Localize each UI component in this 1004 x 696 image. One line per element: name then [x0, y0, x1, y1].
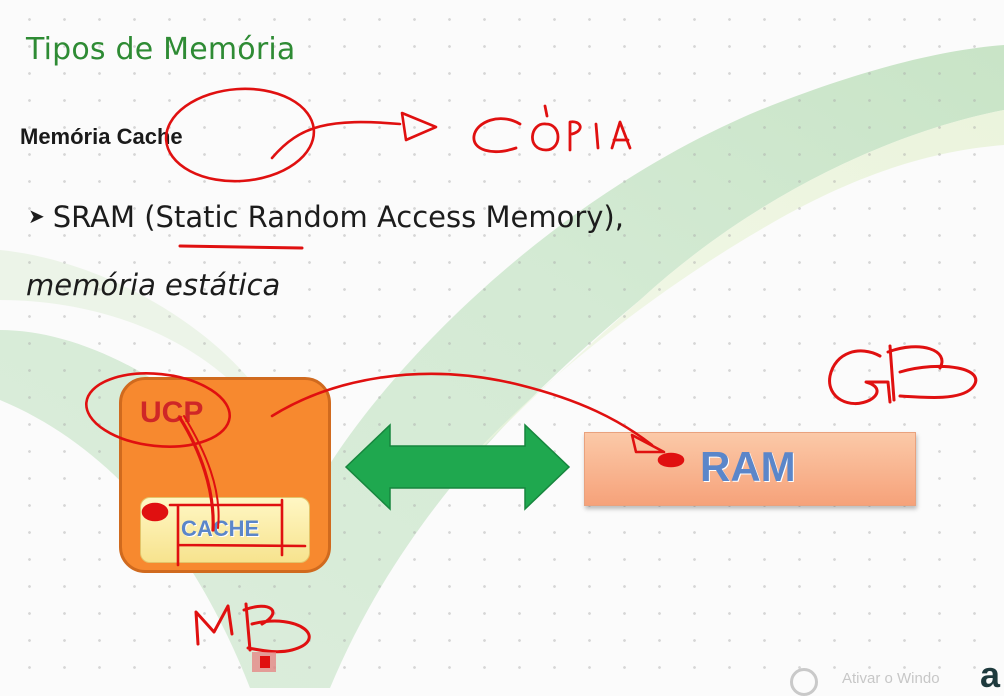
cache-block: CACHE — [140, 497, 310, 563]
ucp-label: UCP — [140, 396, 204, 429]
brand-logo: a — [980, 654, 1001, 695]
ram-label: RAM — [700, 443, 796, 490]
windows-activation-watermark: Ativar o Windo — [842, 670, 940, 687]
windows-activation-icon — [790, 668, 818, 696]
bullet-text: SRAM (Static Random Access Memory), — [52, 200, 624, 234]
slide-title: Tipos de Memória — [26, 32, 296, 67]
slide-subtitle: Memória Cache — [20, 124, 183, 149]
ram-block: RAM — [584, 432, 916, 506]
ucp-block: UCP CACHE — [119, 377, 331, 573]
bullet-continuation: memória estática — [26, 268, 281, 302]
bullet-item: ➤ SRAM (Static Random Access Memory), — [28, 200, 624, 234]
bullet-arrow-icon: ➤ — [28, 204, 45, 228]
cache-label: CACHE — [181, 516, 260, 541]
